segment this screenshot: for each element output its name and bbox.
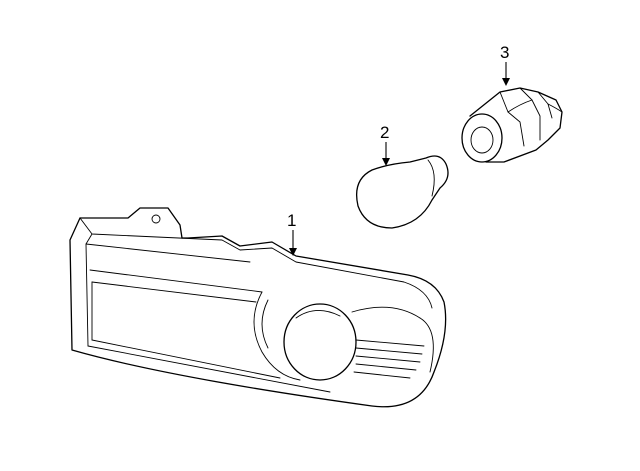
socket — [461, 87, 563, 163]
callout-1-number: 1 — [287, 211, 296, 230]
callout-1: 1 — [287, 211, 297, 256]
callout-3-number: 3 — [500, 43, 509, 62]
lamp-housing — [69, 207, 447, 408]
bulb — [355, 155, 449, 229]
callout-2-number: 2 — [380, 123, 389, 142]
callout-2: 2 — [380, 123, 390, 166]
callout-3: 3 — [500, 43, 510, 86]
